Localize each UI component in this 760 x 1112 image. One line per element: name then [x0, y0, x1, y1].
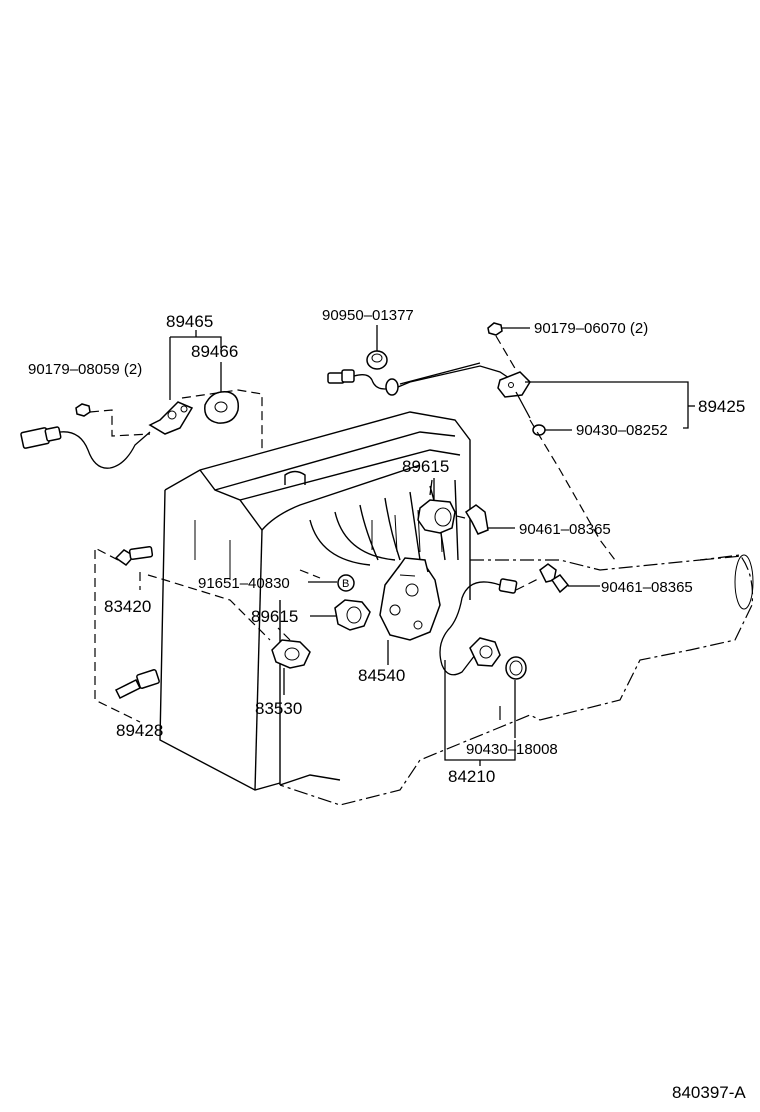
switch-84210: [439, 578, 518, 676]
label-89615-top: 89615: [402, 457, 449, 476]
nut-90179-08059: [75, 403, 91, 417]
label-91651-40830: 91651–40830: [198, 575, 290, 592]
sensor-89615-top: [417, 479, 456, 534]
transmission-outline: [279, 554, 754, 806]
sensor-89428: [114, 669, 160, 700]
label-83530: 83530: [255, 699, 302, 718]
label-90950-01377: 90950–01377: [322, 307, 414, 324]
label-90430-08252: 90430–08252: [576, 422, 668, 439]
label-83420: 83420: [104, 597, 151, 616]
sensor-83420: [114, 546, 154, 566]
label-84210: 84210: [448, 767, 495, 786]
leader-lines: [89, 325, 695, 766]
clamp-90461-08365-b: [539, 563, 570, 594]
switch-84540: [379, 557, 441, 641]
label-callout-b: B: [342, 578, 349, 590]
label-89466: 89466: [191, 342, 238, 361]
switch-83530: [271, 639, 311, 669]
label-89428: 89428: [116, 721, 163, 740]
callout-b-circle: [337, 574, 355, 592]
sensor-89425: [327, 362, 531, 419]
label-90461-08365-a: 90461–08365: [519, 521, 611, 538]
gasket-90430-08252: [532, 424, 546, 436]
label-84540: 84540: [358, 666, 405, 685]
diagram-id: 840397-A: [672, 1083, 746, 1102]
label-90430-18008: 90430–18008: [466, 741, 558, 758]
part-labels: 89465 89466 90179–08059 (2) 90950–01377 …: [28, 307, 746, 1102]
sensor-89465: [20, 401, 194, 469]
label-89465: 89465: [166, 312, 213, 331]
clamp-90461-08365-a: [464, 504, 489, 535]
label-90179-06070: 90179–06070 (2): [534, 320, 648, 337]
nut-90179-06070: [487, 322, 503, 336]
oring-90430-18008: [505, 656, 527, 680]
sensor-89615-mid: [334, 599, 371, 631]
label-89425: 89425: [698, 397, 745, 416]
grommet-90950-01377: [366, 350, 388, 370]
label-90461-08365-b: 90461–08365: [601, 579, 693, 596]
gasket-89466: [204, 391, 240, 424]
label-89615-mid: 89615: [251, 607, 298, 626]
label-90179-08059: 90179–08059 (2): [28, 361, 142, 378]
